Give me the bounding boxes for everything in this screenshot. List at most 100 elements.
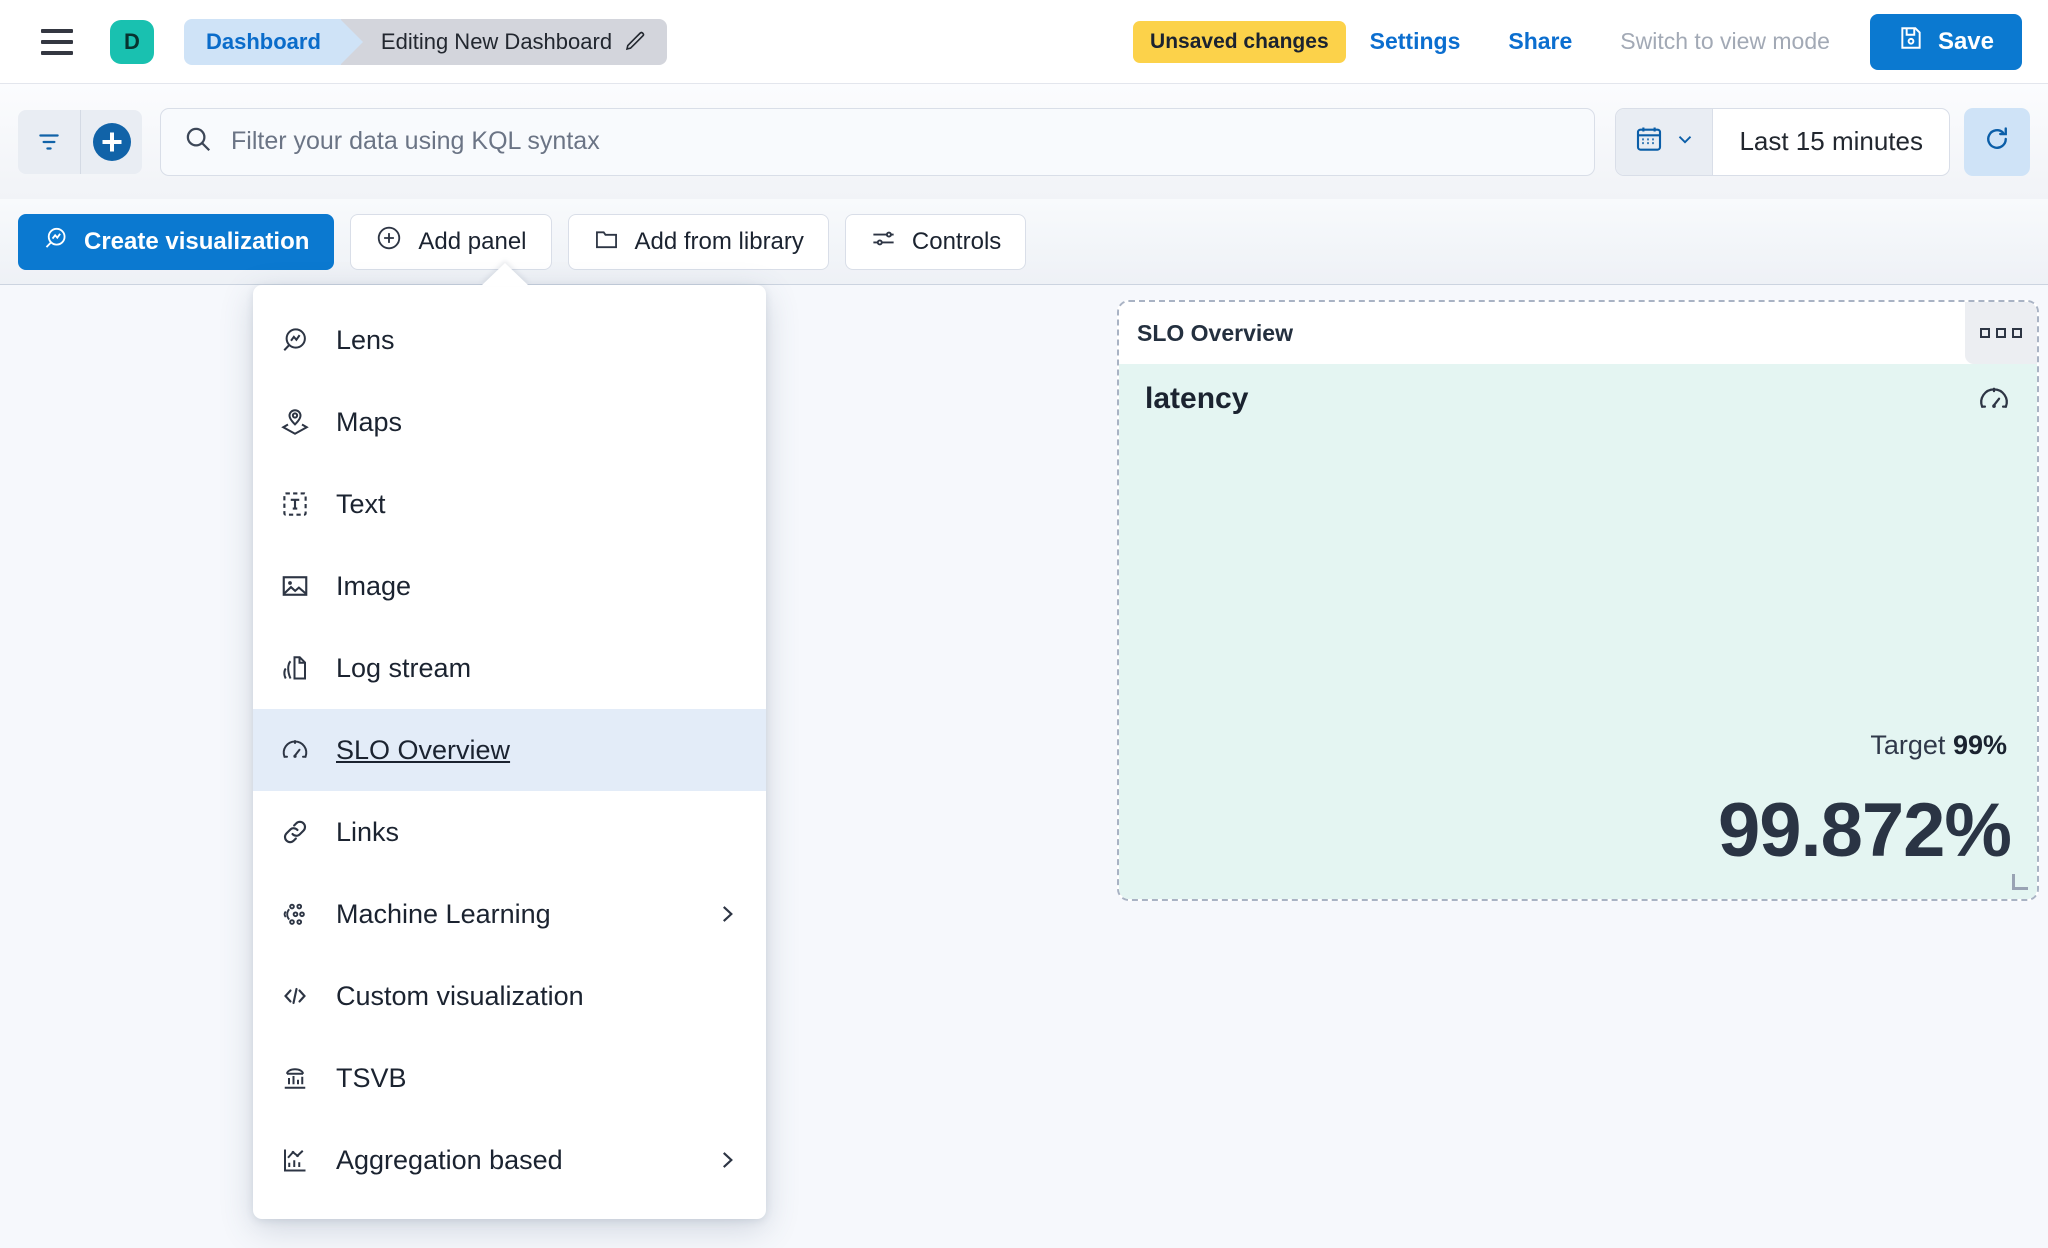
menu-item-label: Links bbox=[336, 816, 400, 847]
menu-item-links[interactable]: Links bbox=[253, 791, 766, 873]
controls-label: Controls bbox=[911, 227, 1002, 255]
panel-body: latency Target 99% 99.872% bbox=[1119, 364, 2037, 899]
header-actions: Unsaved changes Settings Share Switch to… bbox=[1133, 13, 2022, 70]
menu-item-slo-overview[interactable]: SLO Overview bbox=[253, 709, 766, 791]
filter-icon[interactable] bbox=[18, 110, 80, 174]
breadcrumb: Dashboard Editing New Dashboard bbox=[184, 18, 668, 65]
chevron-right-icon bbox=[714, 1147, 740, 1173]
menu-item-label: Aggregation based bbox=[336, 1144, 563, 1175]
context-menu-dot bbox=[1996, 328, 2006, 338]
menu-item-label: Lens bbox=[336, 324, 395, 355]
add-panel-label: Add panel bbox=[418, 227, 527, 255]
date-picker-range[interactable]: Last 15 minutes bbox=[1739, 126, 1923, 156]
log-stream-icon bbox=[279, 653, 311, 683]
menu-item-maps[interactable]: Maps bbox=[253, 381, 766, 463]
menu-item-label: Custom visualization bbox=[336, 980, 584, 1011]
add-filter-button[interactable] bbox=[80, 109, 142, 174]
panel-header: SLO Overview bbox=[1119, 302, 2037, 364]
app-header: D Dashboard Editing New Dashboard Unsave… bbox=[0, 0, 2048, 84]
panel-context-menu-icon[interactable] bbox=[1965, 302, 2037, 364]
text-box-icon bbox=[279, 489, 311, 519]
plus-circle-outline-icon bbox=[375, 224, 403, 259]
share-link[interactable]: Share bbox=[1508, 28, 1573, 54]
menu-item-text[interactable]: Text bbox=[253, 463, 766, 545]
controls-sliders-icon bbox=[870, 225, 897, 259]
search-input-placeholder: Filter your data using KQL syntax bbox=[231, 127, 600, 155]
map-marker-layers-icon bbox=[279, 407, 311, 437]
menu-item-label: Machine Learning bbox=[336, 898, 551, 929]
add-panel-button[interactable]: Add panel bbox=[350, 213, 552, 270]
add-from-library-label: Add from library bbox=[634, 227, 804, 255]
panel-title: SLO Overview bbox=[1137, 319, 1293, 346]
create-visualization-button[interactable]: Create visualization bbox=[18, 213, 335, 270]
slo-name: latency bbox=[1145, 382, 1249, 415]
add-from-library-button[interactable]: Add from library bbox=[567, 213, 829, 270]
filter-controls bbox=[18, 109, 142, 174]
menu-item-tsvb[interactable]: TSVB bbox=[253, 1037, 766, 1119]
save-disk-icon bbox=[1898, 25, 1924, 58]
slo-target-value: 99% bbox=[1952, 730, 2007, 760]
refresh-icon bbox=[1982, 124, 2012, 159]
calendar-icon bbox=[1634, 124, 1664, 159]
menu-item-label: TSVB bbox=[336, 1062, 407, 1093]
slo-sli-value: 99.872% bbox=[1717, 788, 2012, 873]
lens-icon bbox=[43, 225, 69, 258]
search-icon bbox=[183, 124, 213, 159]
menu-item-image[interactable]: Image bbox=[253, 545, 766, 627]
hamburger-bar bbox=[41, 28, 73, 33]
breadcrumb-item-dashboard[interactable]: Dashboard bbox=[184, 18, 363, 65]
menu-item-label: SLO Overview bbox=[336, 734, 511, 765]
image-icon bbox=[279, 571, 311, 601]
switch-to-view-mode-link[interactable]: Switch to view mode bbox=[1620, 28, 1830, 54]
date-picker: Last 15 minutes bbox=[1615, 107, 1950, 176]
save-button[interactable]: Save bbox=[1869, 13, 2022, 70]
menu-item-aggregation-based[interactable]: Aggregation based bbox=[253, 1119, 766, 1201]
lens-icon bbox=[279, 325, 311, 355]
refresh-button[interactable] bbox=[1964, 107, 2030, 176]
context-menu-dot bbox=[1980, 328, 1990, 338]
breadcrumb-item-current[interactable]: Editing New Dashboard bbox=[340, 18, 668, 65]
slo-overview-panel[interactable]: SLO Overview latency Target 99% 99.872% bbox=[1117, 300, 2039, 901]
settings-link[interactable]: Settings bbox=[1369, 28, 1461, 54]
chevron-right-icon bbox=[714, 901, 740, 927]
add-panel-menu-list: Lens Maps Text bbox=[253, 285, 766, 1219]
menu-item-label: Log stream bbox=[336, 652, 472, 683]
plus-circle-icon bbox=[92, 122, 131, 161]
context-menu-dot bbox=[2012, 328, 2022, 338]
machine-learning-icon bbox=[279, 899, 311, 929]
query-bar: Filter your data using KQL syntax Last 1… bbox=[0, 84, 2048, 199]
menu-item-log-stream[interactable]: Log stream bbox=[253, 627, 766, 709]
hamburger-bar bbox=[41, 39, 73, 44]
menu-item-custom-visualization[interactable]: Custom visualization bbox=[253, 955, 766, 1037]
menu-item-label: Image bbox=[336, 570, 412, 601]
create-visualization-label: Create visualization bbox=[84, 227, 310, 255]
breadcrumb-current-label: Editing New Dashboard bbox=[380, 28, 613, 54]
menu-item-machine-learning[interactable]: Machine Learning bbox=[253, 873, 766, 955]
resize-handle-icon[interactable] bbox=[2012, 874, 2028, 890]
hamburger-menu-icon[interactable] bbox=[34, 19, 80, 65]
menu-item-label: Text bbox=[336, 488, 386, 519]
slo-target: Target 99% bbox=[1870, 730, 2007, 761]
gauge-icon bbox=[1977, 382, 2011, 421]
folder-icon bbox=[593, 225, 620, 259]
slo-target-label: Target bbox=[1870, 730, 1946, 760]
code-brackets-icon bbox=[279, 981, 311, 1011]
save-button-label: Save bbox=[1937, 27, 1994, 55]
date-picker-quick-select[interactable] bbox=[1616, 108, 1714, 175]
dashboard-toolbar: Create visualization Add panel Add from … bbox=[0, 199, 2048, 285]
link-chain-icon bbox=[279, 817, 311, 847]
status-badge-unsaved[interactable]: Unsaved changes bbox=[1133, 20, 1346, 63]
pencil-icon[interactable] bbox=[623, 30, 647, 54]
menu-item-lens[interactable]: Lens bbox=[253, 299, 766, 381]
search-input[interactable]: Filter your data using KQL syntax bbox=[160, 107, 1596, 176]
avatar[interactable]: D bbox=[110, 19, 154, 64]
menu-item-label: Maps bbox=[336, 406, 403, 437]
chevron-down-icon bbox=[1674, 128, 1696, 155]
add-panel-menu: Lens Maps Text bbox=[253, 263, 766, 1219]
hamburger-bar bbox=[41, 50, 73, 55]
tsvb-chart-icon bbox=[279, 1063, 311, 1093]
menu-caret bbox=[481, 263, 529, 286]
aggregation-chart-icon bbox=[279, 1145, 311, 1175]
controls-button[interactable]: Controls bbox=[844, 213, 1027, 270]
gauge-icon bbox=[279, 735, 311, 765]
